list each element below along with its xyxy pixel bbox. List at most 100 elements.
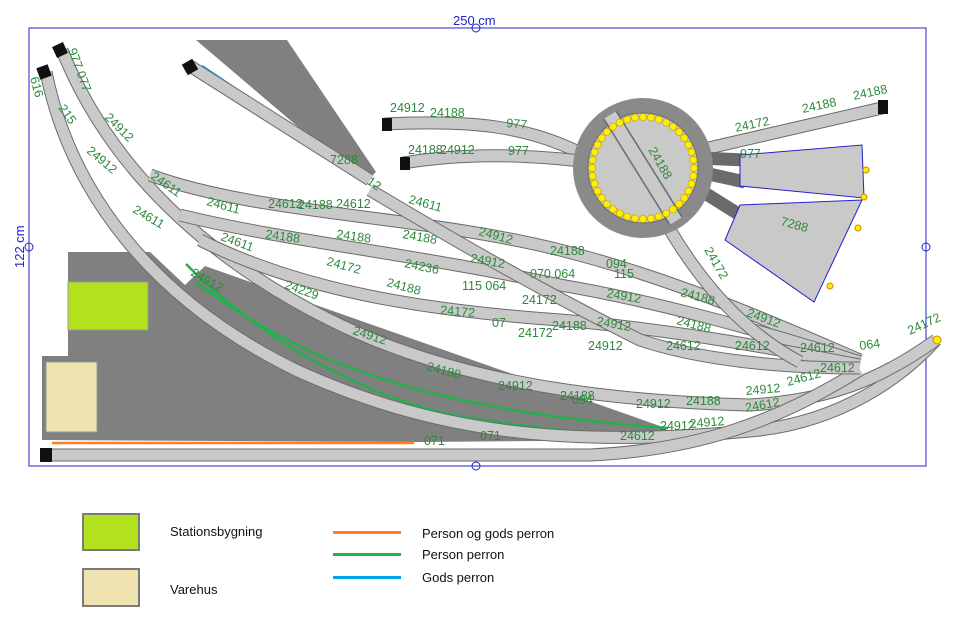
track-label: 24912 — [498, 379, 533, 393]
turntable-light — [623, 115, 632, 124]
turntable-light — [609, 122, 617, 131]
turntable-light — [647, 113, 655, 122]
dimension-handle-right[interactable] — [921, 242, 931, 252]
track-label: 24188 — [801, 95, 838, 116]
track-label: 7288 — [330, 153, 358, 167]
dimension-handle-top[interactable] — [471, 23, 481, 33]
track-label: 071 — [480, 429, 501, 443]
track-label: 24912 — [745, 381, 781, 398]
turntable-light — [597, 134, 606, 142]
turntable-light — [690, 164, 698, 172]
turntable-light — [669, 205, 677, 214]
track-label: 24172 — [905, 310, 942, 337]
turntable-light — [687, 179, 696, 188]
turntable-light — [662, 209, 671, 218]
track-label: 24172 — [440, 303, 476, 320]
turntable-light — [593, 187, 602, 196]
track-label: 24188 — [298, 198, 333, 212]
turntable-light — [631, 214, 639, 223]
track-label: 094 — [572, 393, 593, 407]
turntable-light — [639, 215, 647, 223]
track-label: 24612 — [666, 339, 701, 353]
track-label: 24612 — [820, 361, 855, 375]
legend-gods-line — [333, 576, 401, 579]
turntable-light — [623, 212, 632, 221]
track-label: 24912 — [390, 101, 425, 115]
turntable[interactable] — [573, 98, 713, 238]
turntable-light — [684, 140, 693, 149]
warehouse-building — [45, 361, 98, 433]
track-label: 24912 — [689, 414, 725, 431]
track-label: 24188 — [336, 227, 372, 246]
track-label: 24612 — [744, 395, 781, 415]
track-label: 24188 — [552, 319, 587, 333]
track-label: 24912 — [660, 419, 695, 433]
turntable-light — [590, 148, 599, 157]
track-label: 24188 — [560, 389, 595, 403]
dimension-handle-bottom[interactable] — [471, 461, 481, 471]
track-label: 24188 — [430, 106, 465, 120]
legend-station-label: Stationsbygning — [170, 524, 263, 539]
track-label: 07 — [492, 316, 506, 330]
turntable-light — [593, 140, 602, 149]
track-label: 24912 — [477, 224, 514, 247]
track-label: 24188 — [408, 143, 443, 157]
track-label: 24188 — [265, 227, 301, 246]
track-label: 977 — [508, 144, 529, 158]
legend-person-gods-line — [333, 531, 401, 534]
track-label: 24172 — [522, 293, 557, 307]
turntable-light — [675, 200, 683, 208]
turntable-light — [689, 172, 698, 180]
track-label: 24912 — [469, 251, 506, 271]
turntable-light — [639, 113, 647, 121]
track-label: 070 064 — [530, 267, 575, 281]
track-label: 24612 — [800, 341, 835, 355]
track-label: 616 — [27, 75, 46, 99]
track-layer — [39, 47, 941, 462]
turntable-light — [680, 194, 689, 202]
turntable-light — [615, 118, 624, 127]
track-label: 7288 — [779, 214, 810, 235]
board-outline — [28, 27, 927, 467]
track-label: 977 — [740, 147, 761, 161]
legend-gods-label: Gods perron — [422, 570, 495, 585]
turntable-light — [588, 164, 596, 172]
turntable-light — [647, 214, 655, 223]
track-label: 115 — [614, 267, 634, 281]
dimension-handle-left[interactable] — [24, 242, 34, 252]
track-label: 24188 — [401, 227, 438, 247]
track-label: 24612 — [620, 429, 655, 443]
legend-warehouse-swatch — [82, 568, 140, 607]
turntable-light — [662, 118, 671, 127]
turntable-light — [603, 200, 611, 208]
track-label: 977 — [506, 116, 528, 132]
station-building — [67, 281, 149, 331]
track-label: 094 — [606, 257, 627, 271]
turntable-light — [654, 212, 663, 221]
goods-platform-area — [196, 40, 376, 183]
track-label: 24188 — [852, 82, 889, 103]
track-label: 12 — [364, 174, 383, 193]
legend-person-label: Person perron — [422, 547, 505, 562]
engine-shed-lower — [724, 199, 863, 303]
turntable-light — [684, 187, 693, 196]
track-label: 24912 — [440, 143, 475, 157]
track-label: 24912 — [595, 314, 632, 334]
legend-warehouse-label: Varehus — [170, 582, 218, 597]
width-dimension-label: 250 cm — [453, 13, 496, 28]
track-label: 24172 — [325, 254, 362, 277]
turntable-light — [597, 194, 606, 202]
legend-person-line — [333, 553, 401, 556]
track-label: 24188 — [550, 244, 585, 258]
turntable-light — [615, 209, 624, 218]
legend-station-swatch — [82, 513, 140, 551]
track-label: 24612 — [735, 339, 770, 353]
turntable-light — [588, 156, 597, 164]
turntable-light — [680, 134, 689, 142]
track-label: 064 — [858, 336, 881, 353]
height-dimension-label: 122 cm — [12, 225, 27, 268]
turntable-light — [631, 113, 639, 122]
turntable-light — [590, 179, 599, 188]
track-label: 24912 — [605, 286, 642, 306]
